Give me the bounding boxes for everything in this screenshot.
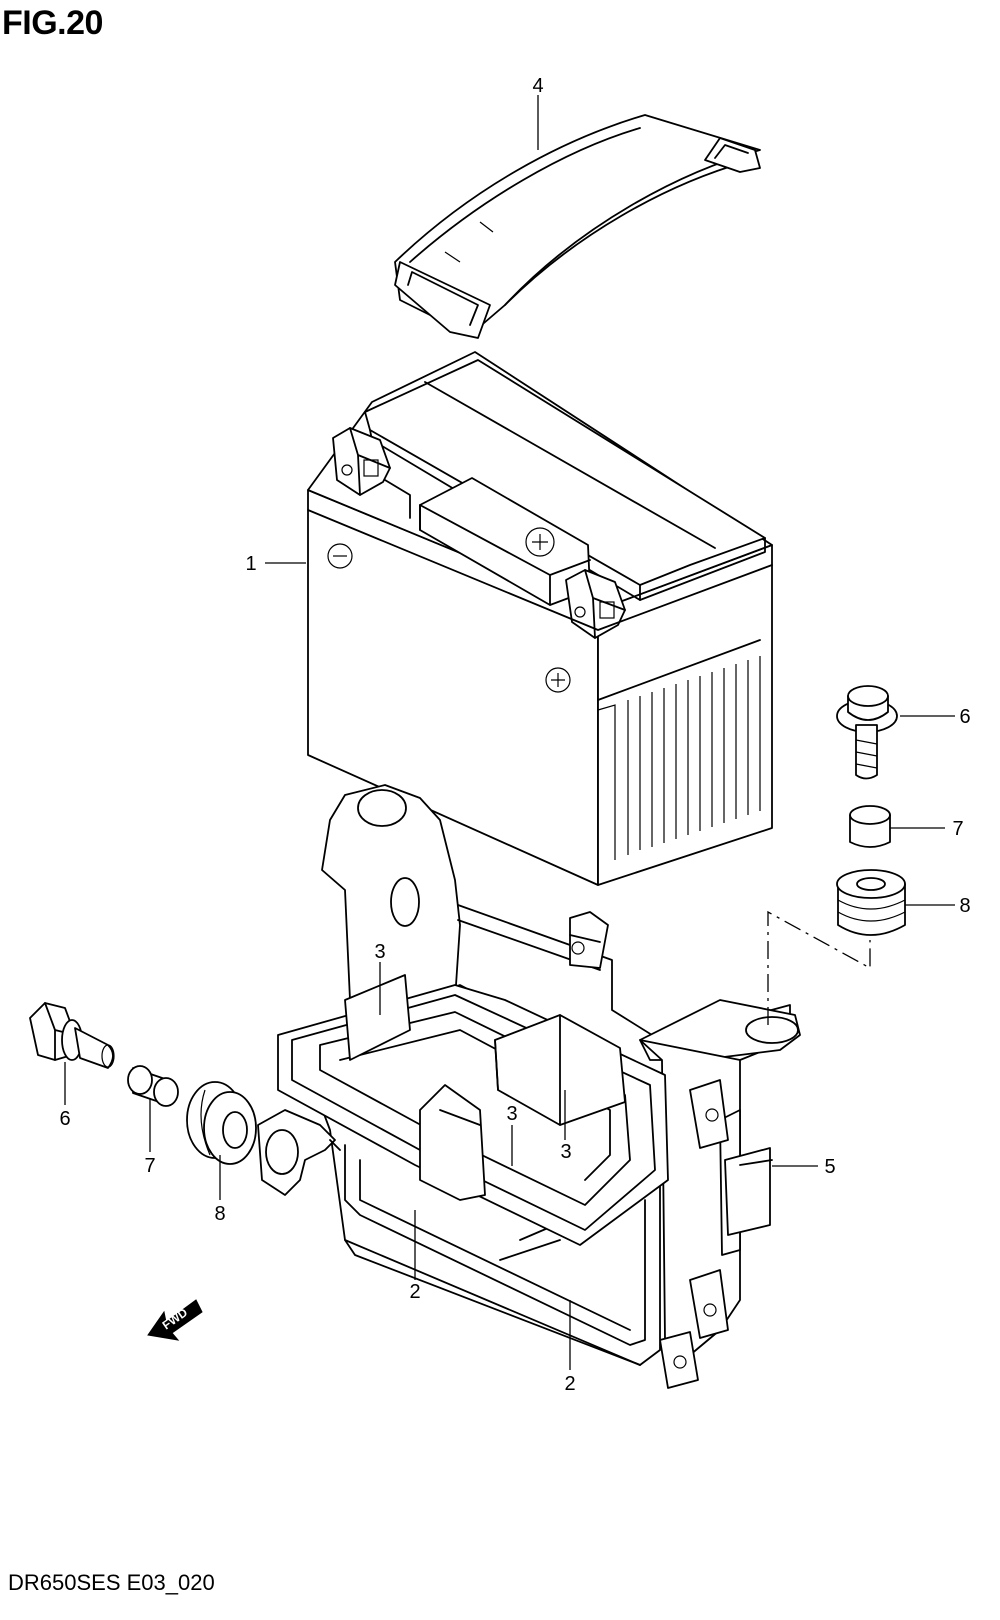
callout-4: 4	[532, 75, 543, 97]
callout-numbers: 4 1 3 3 3 2 2 5 6 7 8 6 7 8	[59, 75, 970, 1395]
callout-3-c: 3	[560, 1141, 571, 1163]
callout-7-left: 7	[144, 1155, 155, 1177]
bolt-right	[836, 685, 898, 780]
callout-8-left: 8	[214, 1203, 225, 1225]
assembly-line	[767, 910, 871, 1025]
callout-6-right: 6	[959, 706, 970, 728]
grommet-left	[186, 1081, 257, 1165]
forward-direction-arrow: FWD	[147, 1299, 203, 1341]
callout-6-left: 6	[59, 1108, 70, 1130]
callout-3-a: 3	[374, 941, 385, 963]
callout-2-a: 2	[409, 1281, 420, 1303]
bolt-left	[29, 1002, 115, 1069]
figure-code: DR650SES E03_020	[8, 1570, 215, 1595]
callout-8-right: 8	[959, 895, 970, 917]
battery-band	[394, 114, 761, 339]
figure-title: FIG.20	[2, 4, 103, 42]
spacer-left	[127, 1065, 179, 1107]
callout-3-b: 3	[506, 1103, 517, 1125]
spacer-right	[849, 805, 891, 848]
grommet-right	[836, 869, 906, 936]
callout-7-right: 7	[952, 818, 963, 840]
callout-5: 5	[824, 1156, 835, 1178]
leader-lines	[64, 95, 955, 1370]
callout-1: 1	[245, 553, 256, 575]
battery-case	[257, 974, 669, 1366]
callout-2-b: 2	[564, 1373, 575, 1395]
